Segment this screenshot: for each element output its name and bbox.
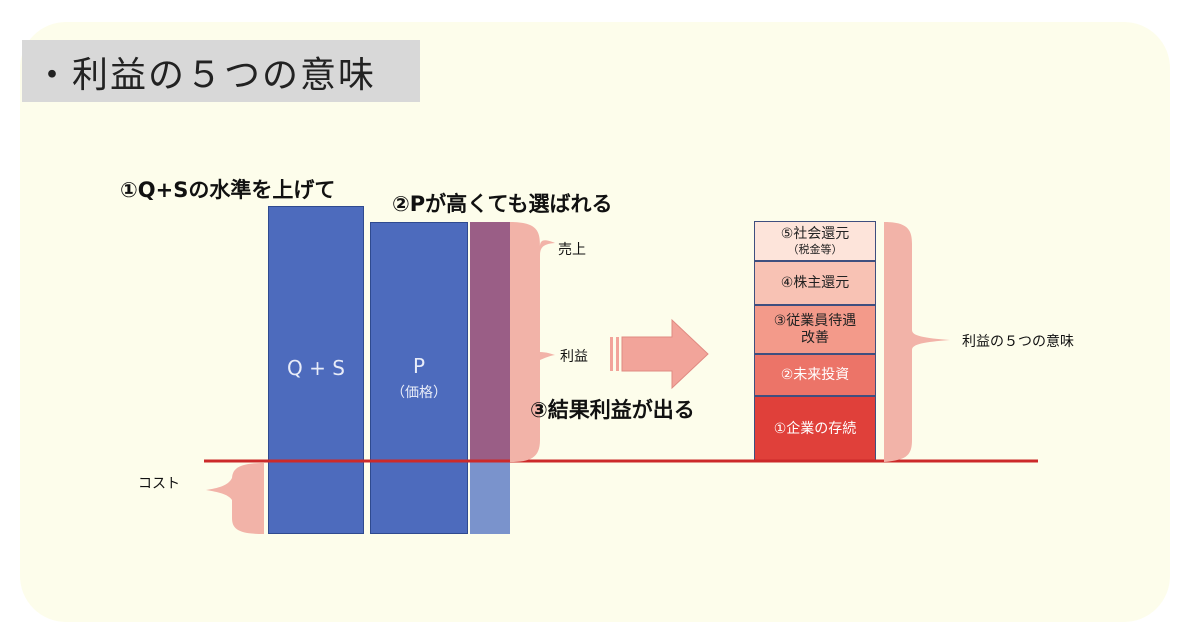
- arrow-tail-stripe: [610, 337, 613, 371]
- profit-brace: [510, 222, 555, 462]
- background-panel: [20, 22, 1170, 622]
- label-cost: コスト: [138, 476, 180, 492]
- meanings-brace: [884, 222, 950, 462]
- stack-item-sublabel: （税金等）: [787, 243, 843, 256]
- stack-item-shareholder-return: ④株主還元: [754, 261, 876, 305]
- stack-item-label: ⑤社会還元: [780, 226, 850, 242]
- stack-item-sublabel: 改善: [801, 329, 829, 346]
- label-sales: 売上: [558, 242, 586, 258]
- arrow-tail-stripe: [616, 337, 619, 371]
- profit-brace-tip: [540, 352, 555, 360]
- heading-raise-qs: ①Q+Sの水準を上げて: [120, 178, 336, 202]
- label-profit: 利益: [560, 349, 588, 365]
- cost-band: [470, 462, 510, 534]
- qs-bar-label: Q + S: [287, 356, 345, 380]
- title-bar: [22, 40, 420, 102]
- price-bar: [370, 222, 468, 534]
- price-bar-label: P: [412, 354, 426, 378]
- stack-item-label: ③従業員待遇: [773, 312, 857, 329]
- stack-item-company-survival: ①企業の存続: [754, 396, 876, 462]
- stack-item-label: ④株主還元: [780, 274, 850, 291]
- qs-bar: [268, 206, 364, 534]
- stack-item-label: ①企業の存続: [773, 420, 857, 437]
- cost-brace: [206, 463, 264, 534]
- profit-band: [470, 222, 510, 462]
- arrow-right-icon: [621, 318, 709, 390]
- page-title: ・利益の５つの意味: [34, 55, 377, 96]
- heading-high-price: ②Pが高くても選ばれる: [392, 192, 613, 216]
- stack-item-social-return: ⑤社会還元 （税金等）: [754, 221, 876, 261]
- result-heading: ③結果利益が出る: [530, 398, 695, 422]
- label-five-meanings: 利益の５つの意味: [962, 334, 1074, 350]
- stack-item-employee-benefits: ③従業員待遇 改善: [754, 305, 876, 354]
- stack-item-label: ②未来投資: [780, 366, 850, 383]
- stack-item-future-investment: ②未来投資: [754, 354, 876, 396]
- price-bar-sublabel: （価格）: [391, 385, 447, 401]
